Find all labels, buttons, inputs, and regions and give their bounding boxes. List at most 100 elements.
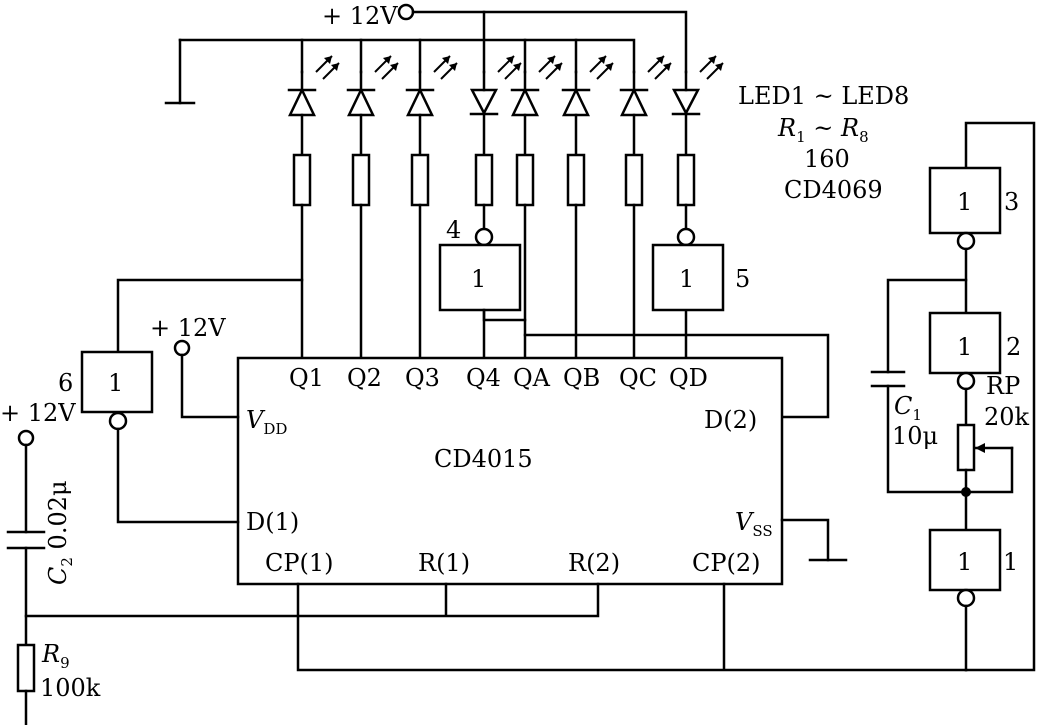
legend-r-value: 160 xyxy=(804,145,850,173)
inverter-4-number: 4 xyxy=(446,216,461,244)
inverter-5-body xyxy=(651,243,725,312)
led-1 xyxy=(287,55,340,157)
resistor-r8 xyxy=(676,153,696,207)
legend-resistors: R1 ~ R8 xyxy=(777,114,869,146)
pin-qd: QD xyxy=(669,364,708,392)
c2-label: C2 0.02μ xyxy=(44,480,76,585)
vdd-supply-label: + 12V xyxy=(150,314,226,342)
capacitor-c2 xyxy=(6,530,46,550)
legend-leds: LED1 ~ LED8 xyxy=(738,82,909,110)
led-4 xyxy=(469,55,522,157)
resistor-r2 xyxy=(351,153,371,207)
resistor-r3 xyxy=(410,153,430,207)
pin-qa: QA xyxy=(513,364,551,392)
top-rails xyxy=(164,3,688,105)
rp-name: RP xyxy=(986,372,1020,400)
inverter-5-bubble xyxy=(676,227,696,247)
inverter-1-symbol: 1 xyxy=(957,548,972,576)
inverter-3-number: 3 xyxy=(1004,188,1019,216)
resistor-r6 xyxy=(566,153,586,207)
pin-d1: D(1) xyxy=(246,508,299,536)
legend-inverter-ic: CD4069 xyxy=(784,176,883,204)
resistor-r5 xyxy=(515,153,535,207)
pin-q3: Q3 xyxy=(405,364,440,392)
r9-label: R9 xyxy=(41,640,70,672)
c1-top-wire xyxy=(886,278,968,374)
vdd-terminal xyxy=(173,339,191,357)
pin-r1: R(1) xyxy=(418,549,470,577)
pin-r2: R(2) xyxy=(568,549,620,577)
inverter-2-number: 2 xyxy=(1006,333,1021,361)
pin-vdd: VDD xyxy=(246,406,287,438)
pin-d2: D(2) xyxy=(704,406,757,434)
inverter-6-bubble xyxy=(108,411,128,431)
inverter-1-bubble xyxy=(956,588,976,608)
potentiometer-rp xyxy=(956,423,976,472)
led-6 xyxy=(561,55,614,157)
pin-q2: Q2 xyxy=(347,364,382,392)
reset-vplus-terminal xyxy=(17,429,35,447)
vdd-wire xyxy=(180,353,240,419)
inverter-4: 1 4 xyxy=(438,216,522,312)
pin-q4: Q4 xyxy=(466,364,501,392)
inverter-3-bubble xyxy=(956,231,976,251)
inverter-3: 1 3 xyxy=(928,166,1019,251)
inverter-5-symbol: 1 xyxy=(679,265,694,293)
vplus-terminal-top xyxy=(397,3,415,21)
cd4015-pin-labels: Q1 Q2 Q3 Q4 QA QB QC QD VDD D(2) CD4015 … xyxy=(246,364,773,577)
inverter-2-symbol: 1 xyxy=(957,333,972,361)
inverter-1: 1 1 xyxy=(928,528,1018,608)
ground-led-drops xyxy=(300,38,578,74)
inverter-6-body xyxy=(80,350,154,414)
vss-wire xyxy=(780,518,830,562)
led-7 xyxy=(619,55,672,157)
reset-vplus-label: + 12V xyxy=(0,399,76,427)
resistor-r4 xyxy=(474,153,494,207)
inverter-6-symbol: 1 xyxy=(108,369,123,397)
pin-cp2: CP(2) xyxy=(692,549,761,577)
resistor-r9 xyxy=(16,643,36,693)
ground-rail-top xyxy=(178,38,636,74)
c1-value: 10μ xyxy=(892,422,938,450)
pin-vss: VSS xyxy=(735,508,773,540)
led-2 xyxy=(346,55,399,157)
pin-q1: Q1 xyxy=(289,364,324,392)
inverter-5: 1 5 xyxy=(651,227,750,312)
inverter-3-symbol: 1 xyxy=(957,188,972,216)
q4-tap xyxy=(482,308,527,322)
junction-dot xyxy=(961,487,971,497)
led-5 xyxy=(510,55,563,157)
inverter-2-body xyxy=(928,311,1002,375)
inverter-2: 1 2 xyxy=(928,311,1021,391)
r9-value: 100k xyxy=(40,674,101,702)
vplus-label-top: + 12V xyxy=(322,2,398,30)
cd4015-chip xyxy=(236,356,784,586)
resistor-r1 xyxy=(292,153,312,207)
inverter-4-body xyxy=(438,243,522,312)
led-3 xyxy=(405,55,458,157)
resistor-r7 xyxy=(624,153,644,207)
inverter-2-bubble xyxy=(956,371,976,391)
c1-label: C1 xyxy=(894,392,922,424)
d1-wire xyxy=(116,427,240,524)
oscillator-loop-wire xyxy=(964,121,1036,672)
capacitor-c1 xyxy=(870,370,906,388)
inverter-4-symbol: 1 xyxy=(471,265,486,293)
clock-wire xyxy=(296,582,968,672)
inverter-6-number: 6 xyxy=(58,369,73,397)
inverter-6: 1 6 xyxy=(58,350,154,431)
rp-wiper-wire xyxy=(964,446,1014,494)
inverter-3-body xyxy=(928,166,1002,235)
c1-bottom-wire xyxy=(886,384,968,494)
inverter-4-bubble xyxy=(474,227,494,247)
vplus-rail-top xyxy=(411,10,688,74)
led-resistors xyxy=(292,153,696,207)
gate6-input-wire xyxy=(116,278,304,354)
reset-wire xyxy=(24,582,600,618)
led-8 xyxy=(671,55,724,157)
rp-value: 20k xyxy=(984,403,1030,431)
chip-name: CD4015 xyxy=(434,445,533,473)
pin-cp1: CP(1) xyxy=(265,549,334,577)
inverter-5-number: 5 xyxy=(735,265,750,293)
